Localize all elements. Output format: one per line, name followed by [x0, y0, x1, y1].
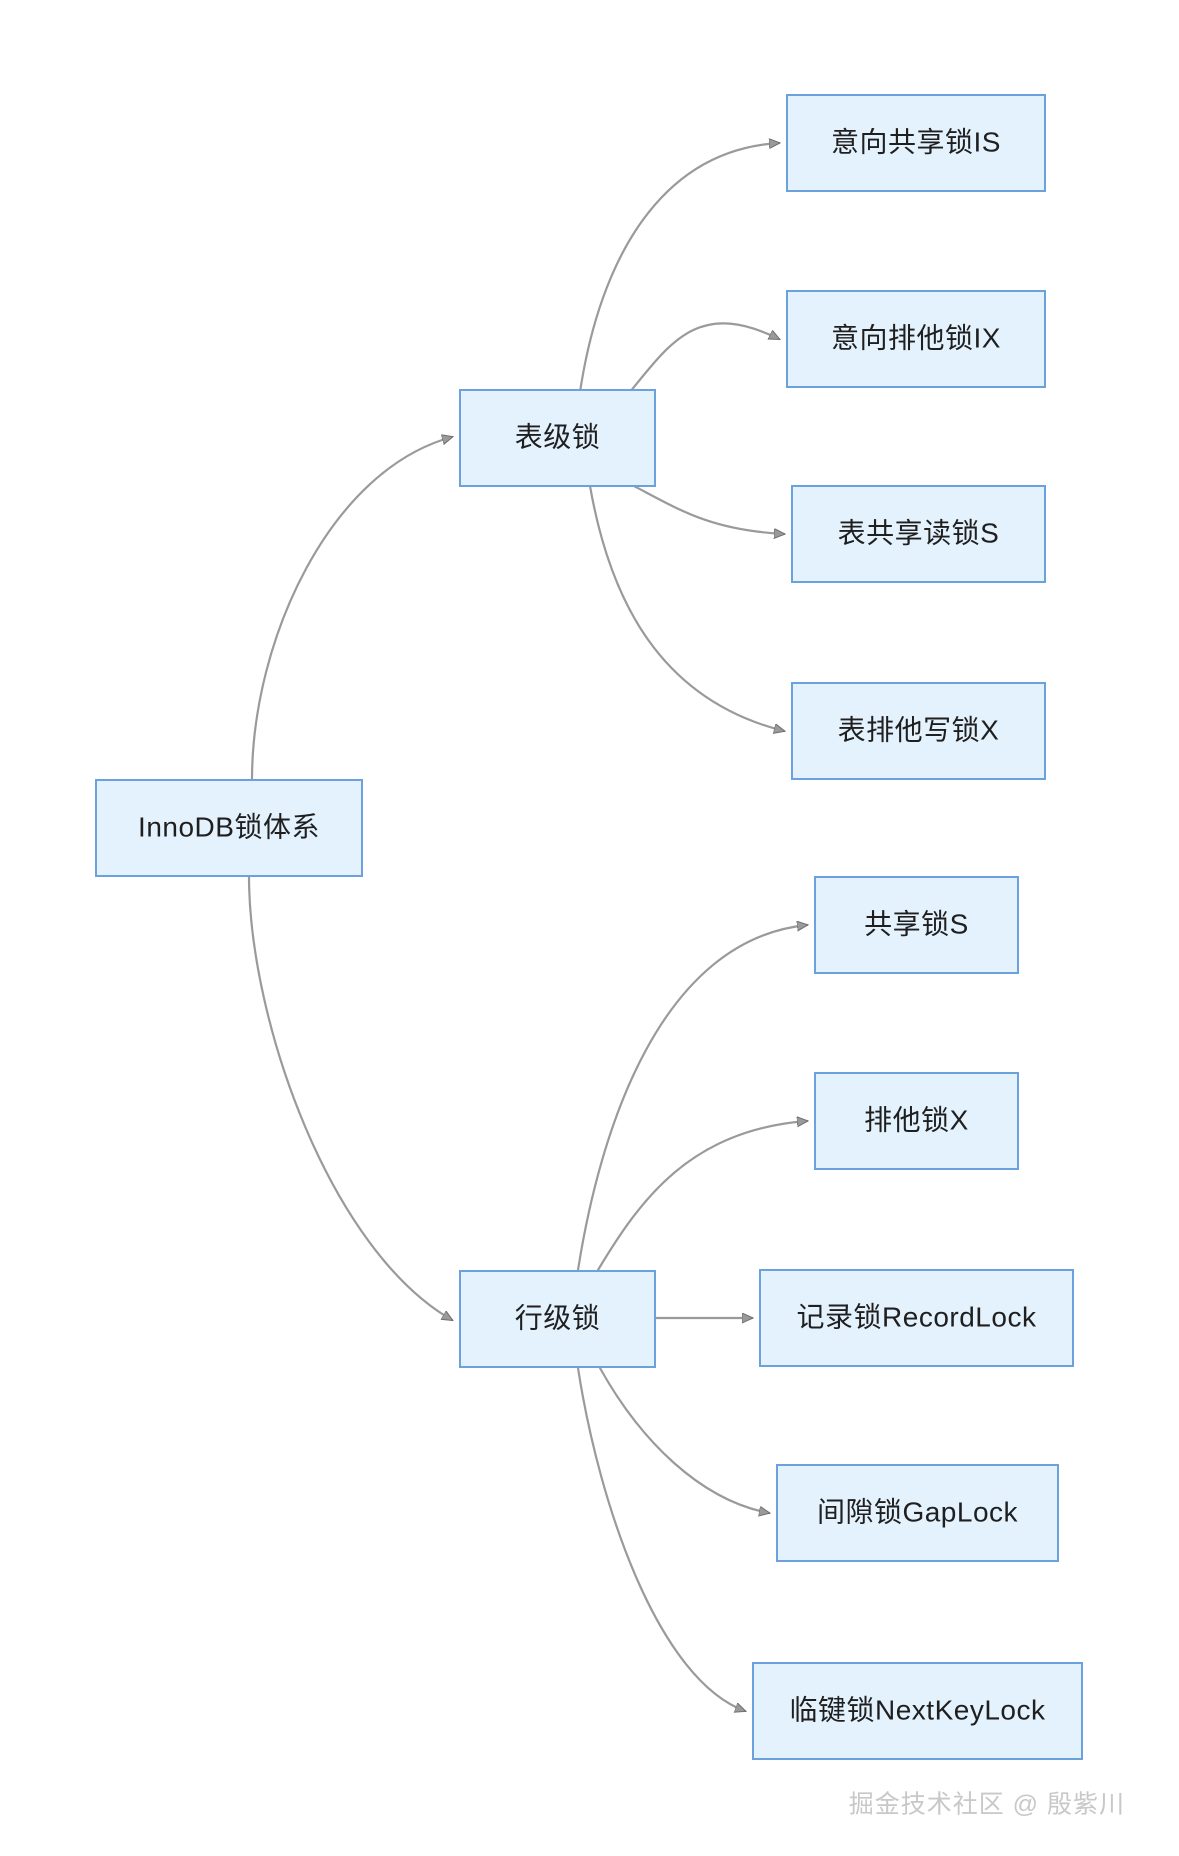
node-label-table_x: 表排他写锁X — [838, 714, 1000, 745]
watermark-label: 掘金技术社区 @ 殷紫川 — [849, 1791, 1125, 1819]
node-label-table_lock: 表级锁 — [515, 421, 601, 452]
node-box-gap_lock[interactable] — [776, 1464, 1059, 1562]
node-label-next_key: 临键锁NextKeyLock — [790, 1694, 1046, 1725]
node-table_lock[interactable]: 表级锁 — [459, 389, 656, 487]
node-is_lock[interactable]: 意向共享锁IS — [786, 94, 1046, 192]
edge-row_lock-to-next_key — [576, 1366, 745, 1711]
node-label-row_lock: 行级锁 — [515, 1302, 601, 1333]
node-row_s[interactable]: 共享锁S — [814, 876, 1019, 974]
node-box-ix_lock[interactable] — [786, 290, 1046, 388]
node-label-is_lock: 意向共享锁IS — [831, 126, 1001, 157]
node-label-root: InnoDB锁体系 — [138, 811, 320, 842]
node-record_lock[interactable]: 记录锁RecordLock — [759, 1269, 1074, 1367]
node-box-row_s[interactable] — [814, 876, 1019, 974]
node-label-ix_lock: 意向排他锁IX — [831, 322, 1001, 353]
edge-table_lock-to-is_lock — [578, 143, 779, 394]
node-box-is_lock[interactable] — [786, 94, 1046, 192]
node-next_key[interactable]: 临键锁NextKeyLock — [752, 1662, 1083, 1760]
node-box-row_lock[interactable] — [459, 1270, 656, 1368]
node-gap_lock[interactable]: 间隙锁GapLock — [776, 1464, 1059, 1562]
node-table_s[interactable]: 表共享读锁S — [791, 485, 1046, 583]
node-row_lock[interactable]: 行级锁 — [459, 1270, 656, 1368]
node-label-row_s: 共享锁S — [864, 908, 969, 939]
node-table_x[interactable]: 表排他写锁X — [791, 682, 1046, 780]
node-label-row_x: 排他锁X — [864, 1104, 969, 1135]
edge-table_lock-to-ix_lock — [628, 322, 779, 394]
edge-root-to-table_lock — [250, 437, 452, 782]
edge-row_lock-to-row_x — [596, 1121, 807, 1272]
edges-layer — [247, 143, 807, 1711]
node-root[interactable]: InnoDB锁体系 — [95, 779, 363, 877]
node-label-table_s: 表共享读锁S — [838, 517, 1000, 548]
edge-table_lock-to-table_s — [630, 483, 784, 534]
node-label-record_lock: 记录锁RecordLock — [797, 1301, 1037, 1332]
node-row_x[interactable]: 排他锁X — [814, 1072, 1019, 1170]
edge-row_lock-to-gap_lock — [598, 1366, 769, 1513]
node-box-row_x[interactable] — [814, 1072, 1019, 1170]
edge-row_lock-to-row_s — [576, 925, 807, 1272]
edge-root-to-row_lock — [247, 874, 452, 1320]
node-ix_lock[interactable]: 意向排他锁IX — [786, 290, 1046, 388]
node-box-root[interactable] — [95, 779, 363, 877]
edge-table_lock-to-table_x — [588, 484, 784, 731]
node-box-table_lock[interactable] — [459, 389, 656, 487]
node-box-table_s[interactable] — [791, 485, 1046, 583]
nodes-layer: InnoDB锁体系 表级锁 意向共享锁IS 意向排他锁IX 表共享读锁S 表排他写锁X 行级… — [95, 94, 1083, 1760]
node-box-record_lock[interactable] — [759, 1269, 1074, 1367]
node-box-next_key[interactable] — [752, 1662, 1083, 1760]
node-label-gap_lock: 间隙锁GapLock — [817, 1496, 1019, 1527]
node-box-table_x[interactable] — [791, 682, 1046, 780]
